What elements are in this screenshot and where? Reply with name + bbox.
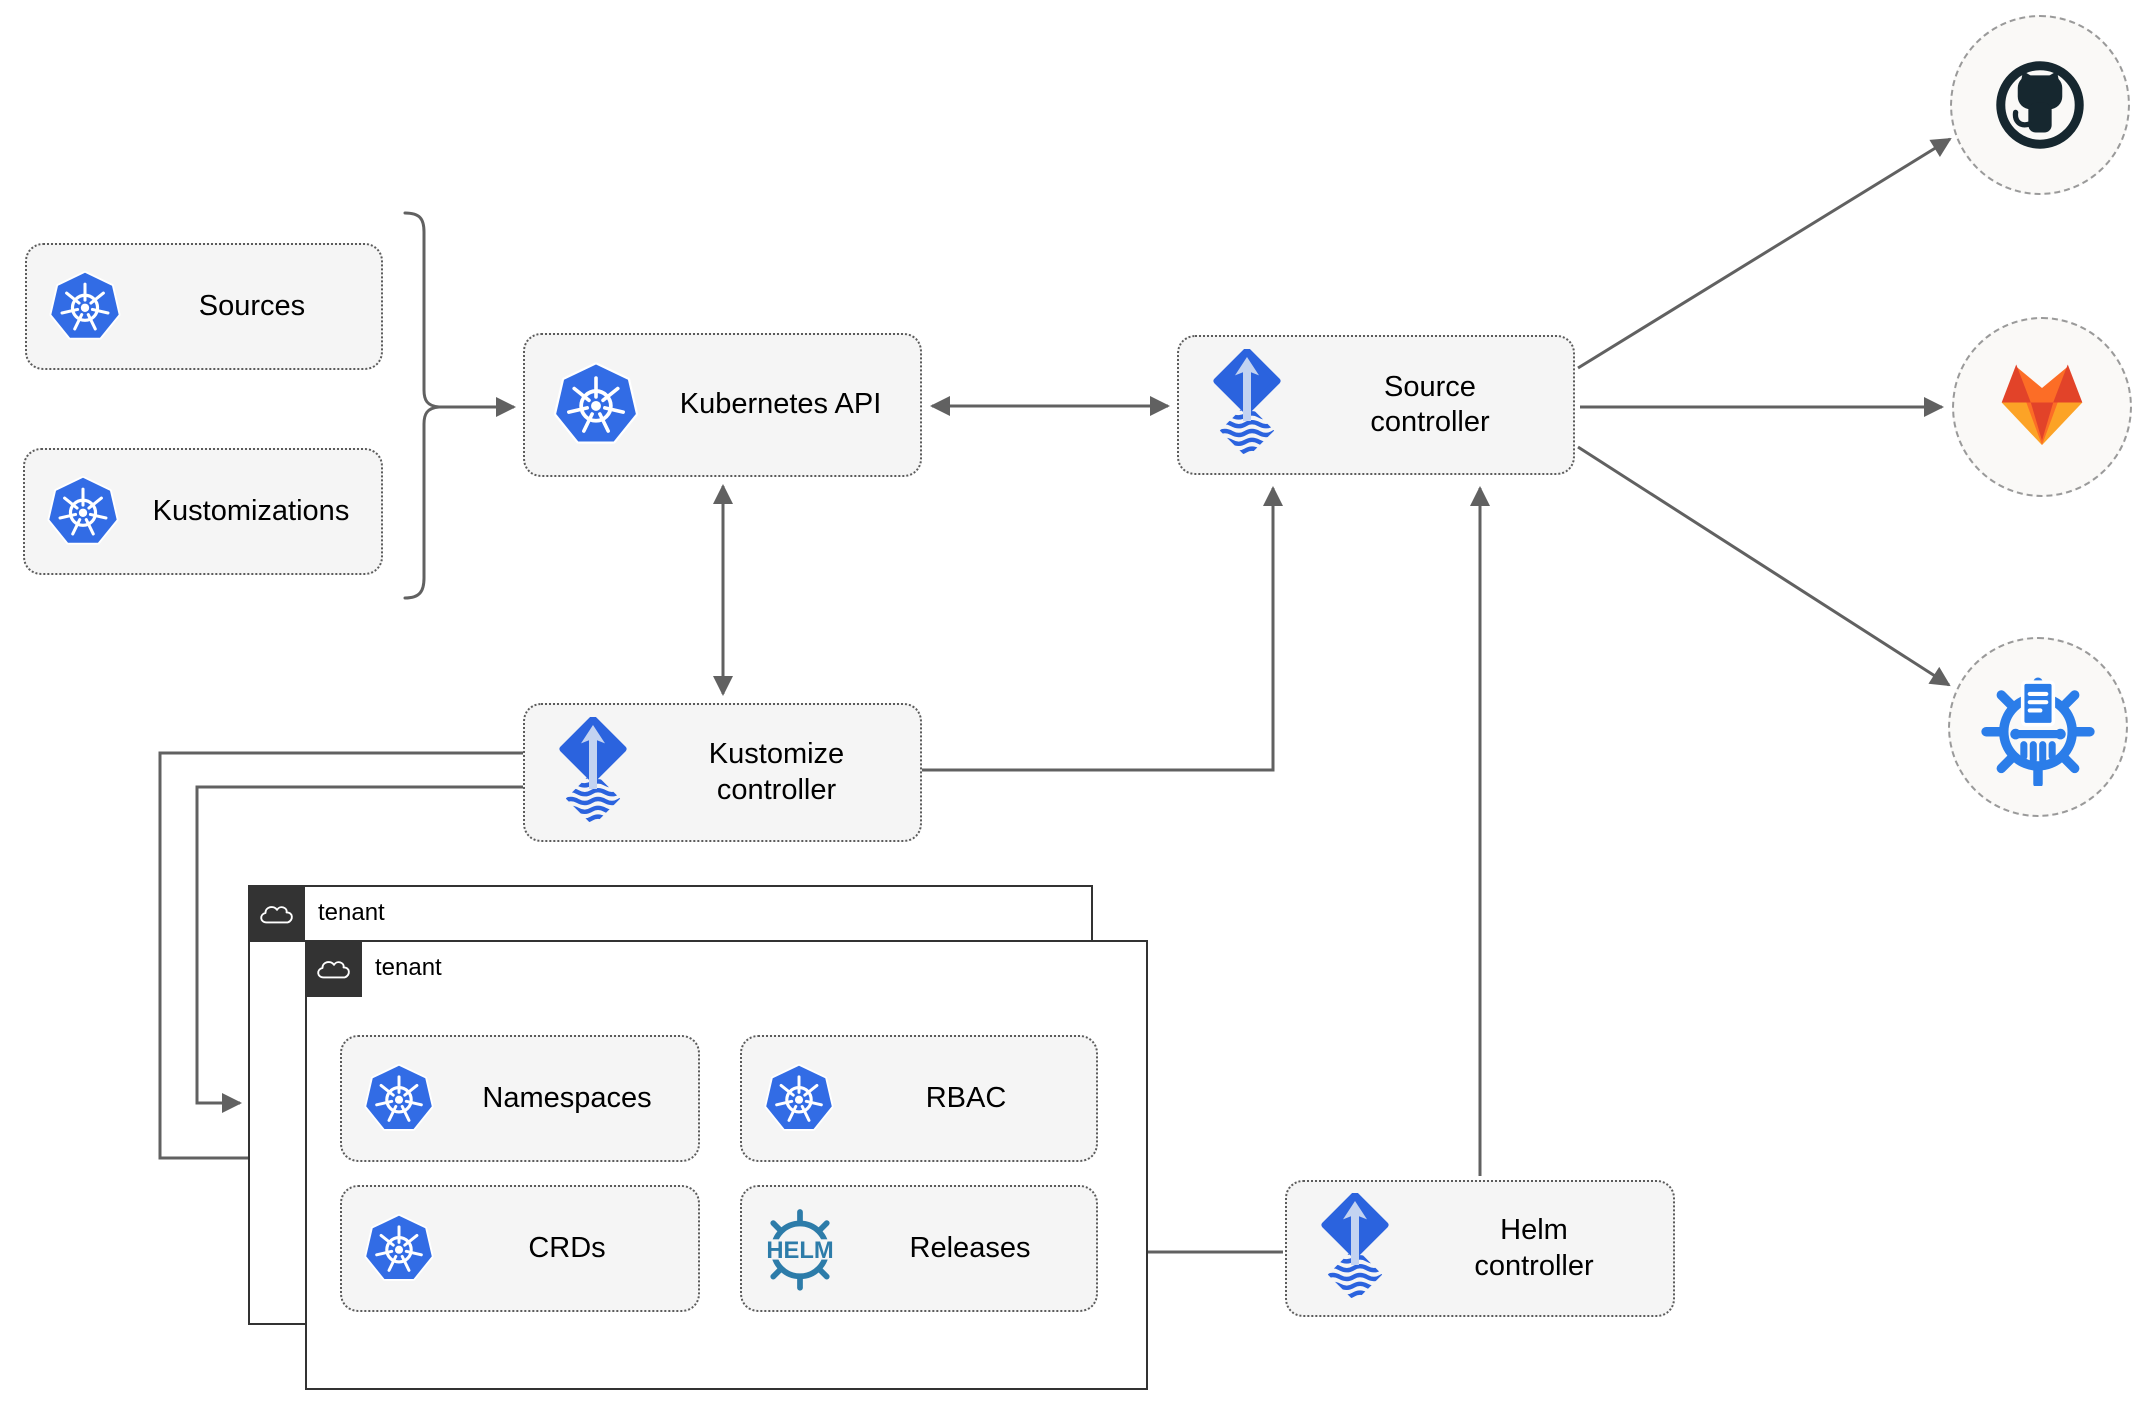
- endpoint-gitlab: [1952, 317, 2132, 497]
- label-line2: controller: [1370, 406, 1490, 438]
- node-kustomize-controller: Kustomize controller: [523, 703, 922, 842]
- kubernetes-icon: [362, 1062, 436, 1136]
- tenant-front-label: tenant: [375, 954, 442, 981]
- connector-source-to-bucket: [1577, 445, 1951, 687]
- node-kustomize-controller-label: Kustomize controller: [633, 737, 920, 808]
- flux-icon: [1207, 349, 1287, 461]
- helm-icon-text: HELM: [766, 1236, 833, 1263]
- cloud-icon: [304, 939, 362, 997]
- node-source-controller-label: Source controller: [1287, 370, 1573, 441]
- label-line1: Helm: [1500, 1214, 1568, 1247]
- label-line1: Kustomize: [708, 738, 845, 771]
- kubernetes-icon: [47, 269, 123, 345]
- kubernetes-icon: [45, 474, 121, 550]
- cloud-icon: [247, 884, 305, 942]
- github-icon: [1996, 61, 2084, 149]
- node-helm-controller-label: Helm controller: [1395, 1213, 1673, 1284]
- bucket-storage-icon: [1981, 677, 2095, 786]
- kubernetes-icon: [551, 360, 641, 450]
- label-line2: controller: [716, 773, 837, 806]
- node-namespaces-label: Namespaces: [482, 1081, 652, 1114]
- tenant-back-label: tenant: [318, 899, 385, 926]
- node-helm-controller: Helm controller: [1285, 1180, 1675, 1317]
- node-crds-label: CRDs: [528, 1231, 606, 1264]
- endpoint-github: [1950, 15, 2130, 195]
- tenant-container-front: tenant: [304, 939, 1148, 1390]
- gitlab-icon: [2001, 364, 2083, 446]
- flux-icon: [1315, 1193, 1395, 1305]
- node-kubernetes-api: Kubernetes API: [523, 333, 922, 477]
- label-line2: controller: [1474, 1249, 1594, 1282]
- node-sources-label: Sources: [198, 289, 306, 322]
- node-rbac-label: RBAC: [925, 1081, 1007, 1114]
- brace-sources-group: [403, 211, 440, 600]
- node-kubernetes-api-label: Kubernetes API: [679, 388, 882, 421]
- node-sources: Sources: [25, 243, 383, 370]
- kubernetes-icon: [762, 1062, 836, 1136]
- node-releases-label: Releases: [909, 1231, 1031, 1264]
- node-namespaces: Namespaces: [340, 1035, 700, 1162]
- connector-source-to-github: [1577, 137, 1952, 370]
- flux-icon: [553, 717, 633, 829]
- endpoint-bucket: [1948, 637, 2128, 817]
- helm-icon: HELM: [756, 1205, 844, 1293]
- node-source-controller: Source controller: [1177, 335, 1575, 475]
- node-kustomizations: Kustomizations: [23, 448, 383, 575]
- node-releases: HELM Releases: [740, 1185, 1098, 1312]
- kubernetes-icon: [362, 1212, 436, 1286]
- connector-kustomize-to-source-controller: [922, 486, 1283, 772]
- node-crds: CRDs: [340, 1185, 700, 1312]
- node-rbac: RBAC: [740, 1035, 1098, 1162]
- label-line1: Source: [1384, 370, 1476, 403]
- node-kustomizations-label: Kustomizations: [152, 494, 350, 527]
